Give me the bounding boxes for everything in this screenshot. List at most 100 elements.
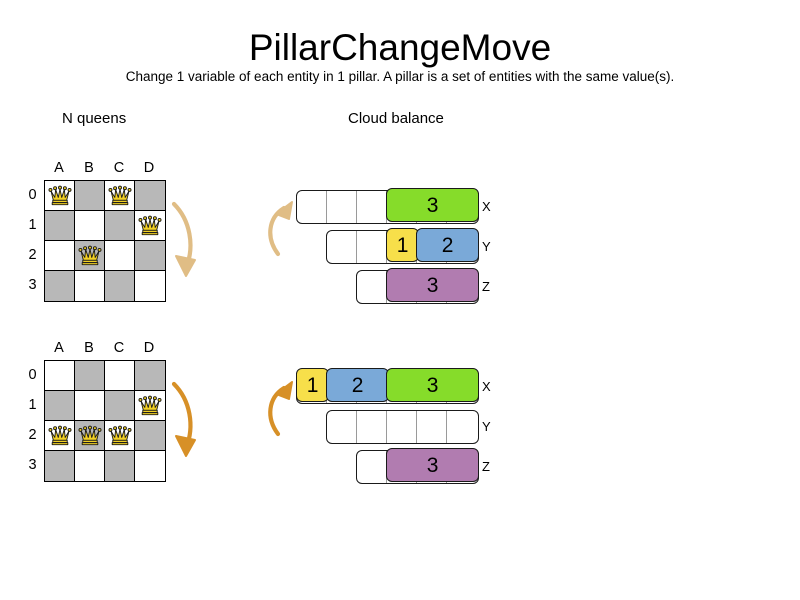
cloud-bar-slot [357,451,387,483]
section-caption-nqueens: N queens [62,110,127,127]
queen-piece-icon [108,425,131,445]
board-cell-a2[interactable] [45,421,75,451]
board-cell-d3[interactable] [135,271,165,301]
file-label-a: A [54,340,64,356]
board-grid [44,360,166,482]
rank-label-2: 2 [28,247,37,263]
curved-arrow-down-icon [171,201,196,277]
cloud-process-value: 2 [351,373,364,397]
cloud-bar-track[interactable] [326,410,480,444]
curved-arrow-up-icon [268,381,293,437]
board-cell-d2[interactable] [135,241,165,271]
cloud-computer-label-y: Y [482,419,491,434]
board-cell-d1[interactable] [135,211,165,241]
board-cell-c2[interactable] [105,241,135,271]
rank-label-0: 0 [28,187,37,203]
rank-label-0: 0 [28,367,37,383]
board-cell-d0[interactable] [135,181,165,211]
cloud-computer-label-z: Z [482,279,490,294]
cloud-computer-label-y: Y [482,239,491,254]
cloud-process-block-3[interactable]: 3 [386,368,480,403]
section-caption-cloud-balance: Cloud balance [348,110,444,127]
cloud-computer-label-z: Z [482,459,490,474]
rank-label-2: 2 [28,427,37,443]
cloud-process-block-2[interactable]: 2 [326,368,390,403]
board-cell-a3[interactable] [45,271,75,301]
board-cell-c3[interactable] [105,451,135,481]
cloud-bar-slot [327,411,357,443]
rank-label-1: 1 [28,397,37,413]
cloud-computer-label-x: X [482,199,491,214]
cloud-bar-slot [387,411,417,443]
cloud-process-block-3[interactable]: 3 [386,268,480,303]
board-cell-d0[interactable] [135,361,165,391]
board-cell-a2[interactable] [45,241,75,271]
board-cell-a1[interactable] [45,391,75,421]
board-cell-c3[interactable] [105,271,135,301]
file-label-b: B [84,340,94,356]
queen-piece-icon [138,395,162,415]
rank-label-1: 1 [28,217,37,233]
board-cell-b3[interactable] [75,451,105,481]
board-cell-a0[interactable] [45,181,75,211]
file-label-b: B [84,160,94,176]
cloud-bar-slot [357,191,387,223]
queen-piece-icon [48,185,71,205]
cloud-process-block-1[interactable]: 1 [386,228,420,263]
board-cell-c2[interactable] [105,421,135,451]
board-cell-b3[interactable] [75,271,105,301]
board-cell-d1[interactable] [135,391,165,421]
cloud-process-block-2[interactable]: 2 [416,228,480,263]
board-cell-d3[interactable] [135,451,165,481]
queen-piece-icon [108,185,131,205]
cloud-process-value: 3 [426,373,439,397]
cloud-process-block-1[interactable]: 1 [296,368,330,403]
file-label-c: C [113,160,125,176]
cloud-bar-slot [447,411,477,443]
cloud-bar-slot [357,271,387,303]
curved-arrow-up-icon [268,201,293,257]
board-cell-c1[interactable] [105,211,135,241]
queen-piece-icon [78,245,101,265]
cloud-process-block-3[interactable]: 3 [386,448,480,483]
cloud-bar-slot [327,231,357,263]
board-cell-d2[interactable] [135,421,165,451]
board-cell-b1[interactable] [75,391,105,421]
cloud-process-value: 3 [426,193,439,217]
page-subtitle: Change 1 variable of each entity in 1 pi… [125,69,675,84]
cloud-bar-slot [327,191,357,223]
queen-piece-icon [48,425,71,445]
board-cell-b0[interactable] [75,181,105,211]
board-cell-b2[interactable] [75,241,105,271]
cloud-process-value: 3 [426,273,439,297]
board-cell-b0[interactable] [75,361,105,391]
board-cell-c0[interactable] [105,361,135,391]
board-cell-c0[interactable] [105,181,135,211]
rank-label-column: 0 1 2 3 [26,180,39,300]
board-cell-a1[interactable] [45,211,75,241]
curved-arrow-down-icon [171,381,196,457]
board-grid [44,180,166,302]
queen-piece-icon [138,215,162,235]
cloud-bar-slot [357,231,387,263]
board-cell-b2[interactable] [75,421,105,451]
queen-piece-icon [78,425,101,445]
cloud-process-value: 3 [426,453,439,477]
cloud-process-block-3[interactable]: 3 [386,188,480,223]
page-title: PillarChangeMove [248,27,552,68]
cloud-bar-slot [297,191,327,223]
file-label-a: A [54,160,64,176]
board-cell-c1[interactable] [105,391,135,421]
cloud-process-value: 2 [441,233,454,257]
cloud-bar-slot [417,411,447,443]
board-cell-a0[interactable] [45,361,75,391]
board-cell-b1[interactable] [75,211,105,241]
board-cell-a3[interactable] [45,451,75,481]
cloud-computer-label-x: X [482,379,491,394]
rank-label-3: 3 [28,277,37,293]
